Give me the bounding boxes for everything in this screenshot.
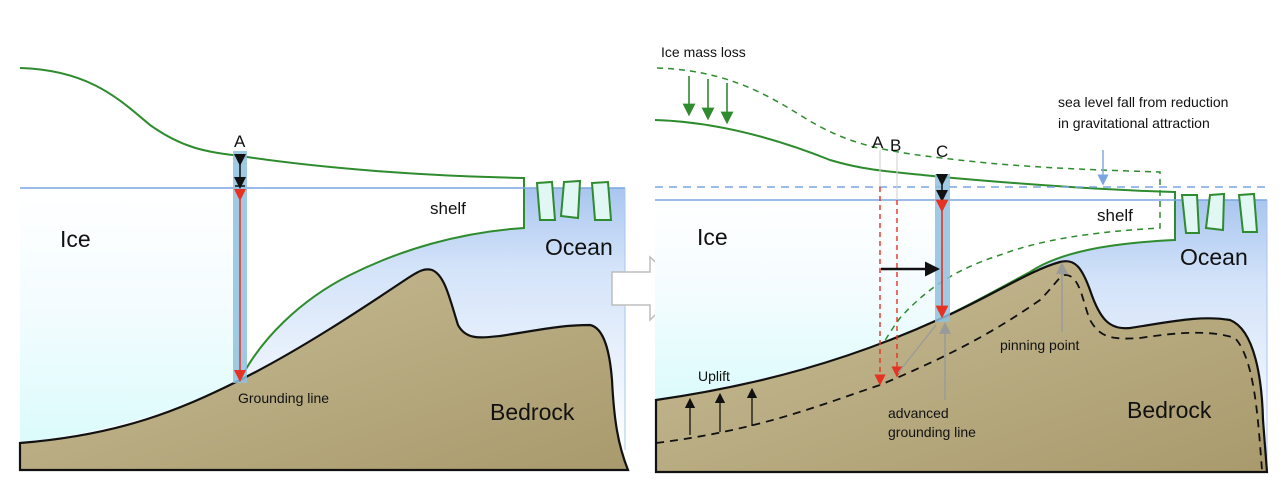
- left-ice-label: Ice: [60, 226, 91, 252]
- iceberg-icon: [1180, 194, 1201, 234]
- right-ice-outline: [654, 119, 1176, 319]
- left-shelf-label: shelf: [430, 199, 466, 218]
- sea-level-fall-label-1: sea level fall from reduction: [1058, 94, 1228, 110]
- ice-mass-loss-label: Ice mass loss: [661, 44, 746, 60]
- iceberg-icon: [590, 180, 613, 221]
- grounding-shift-pointer: [897, 324, 937, 374]
- uplift-label: Uplift: [698, 368, 730, 384]
- right-ice-sheet: [655, 120, 1175, 318]
- right-marker-c: C: [936, 142, 948, 161]
- right-marker-b: B: [890, 136, 901, 155]
- left-ice-sheet: [20, 68, 524, 380]
- right-ice-label: Ice: [697, 224, 728, 250]
- right-panel: Ice mass loss sea level fall from reduct…: [654, 44, 1269, 474]
- iceberg-icon: [535, 180, 557, 221]
- right-bedrock: [654, 260, 1269, 474]
- left-marker-a: A: [234, 132, 246, 151]
- advanced-grounding-line-label-2: grounding line: [888, 424, 976, 440]
- iceberg-icon: [1204, 192, 1226, 232]
- left-panel: A Ice shelf Ocean Grounding line Bedrock: [18, 67, 630, 472]
- left-grounded-ice: [20, 188, 240, 442]
- right-bedrock-label: Bedrock: [1127, 397, 1212, 423]
- left-bedrock-label: Bedrock: [490, 399, 575, 425]
- right-shelf-label: shelf: [1097, 206, 1133, 225]
- advanced-grounding-line-label-1: advanced: [888, 405, 949, 421]
- sea-level-fall-label-2: in gravitational attraction: [1058, 115, 1210, 131]
- left-ocean-label: Ocean: [545, 234, 613, 260]
- left-grounding-line-label: Grounding line: [238, 390, 329, 406]
- iceberg-icon: [1237, 192, 1259, 233]
- right-original-bedrock: [655, 274, 1263, 471]
- right-marker-a: A: [872, 133, 884, 152]
- right-grounded-ice: [655, 200, 942, 400]
- iceberg-icon: [559, 179, 582, 220]
- pinning-point-label: pinning point: [1000, 337, 1080, 353]
- left-ice-outline: [19, 67, 525, 381]
- right-ocean-label: Ocean: [1180, 244, 1248, 270]
